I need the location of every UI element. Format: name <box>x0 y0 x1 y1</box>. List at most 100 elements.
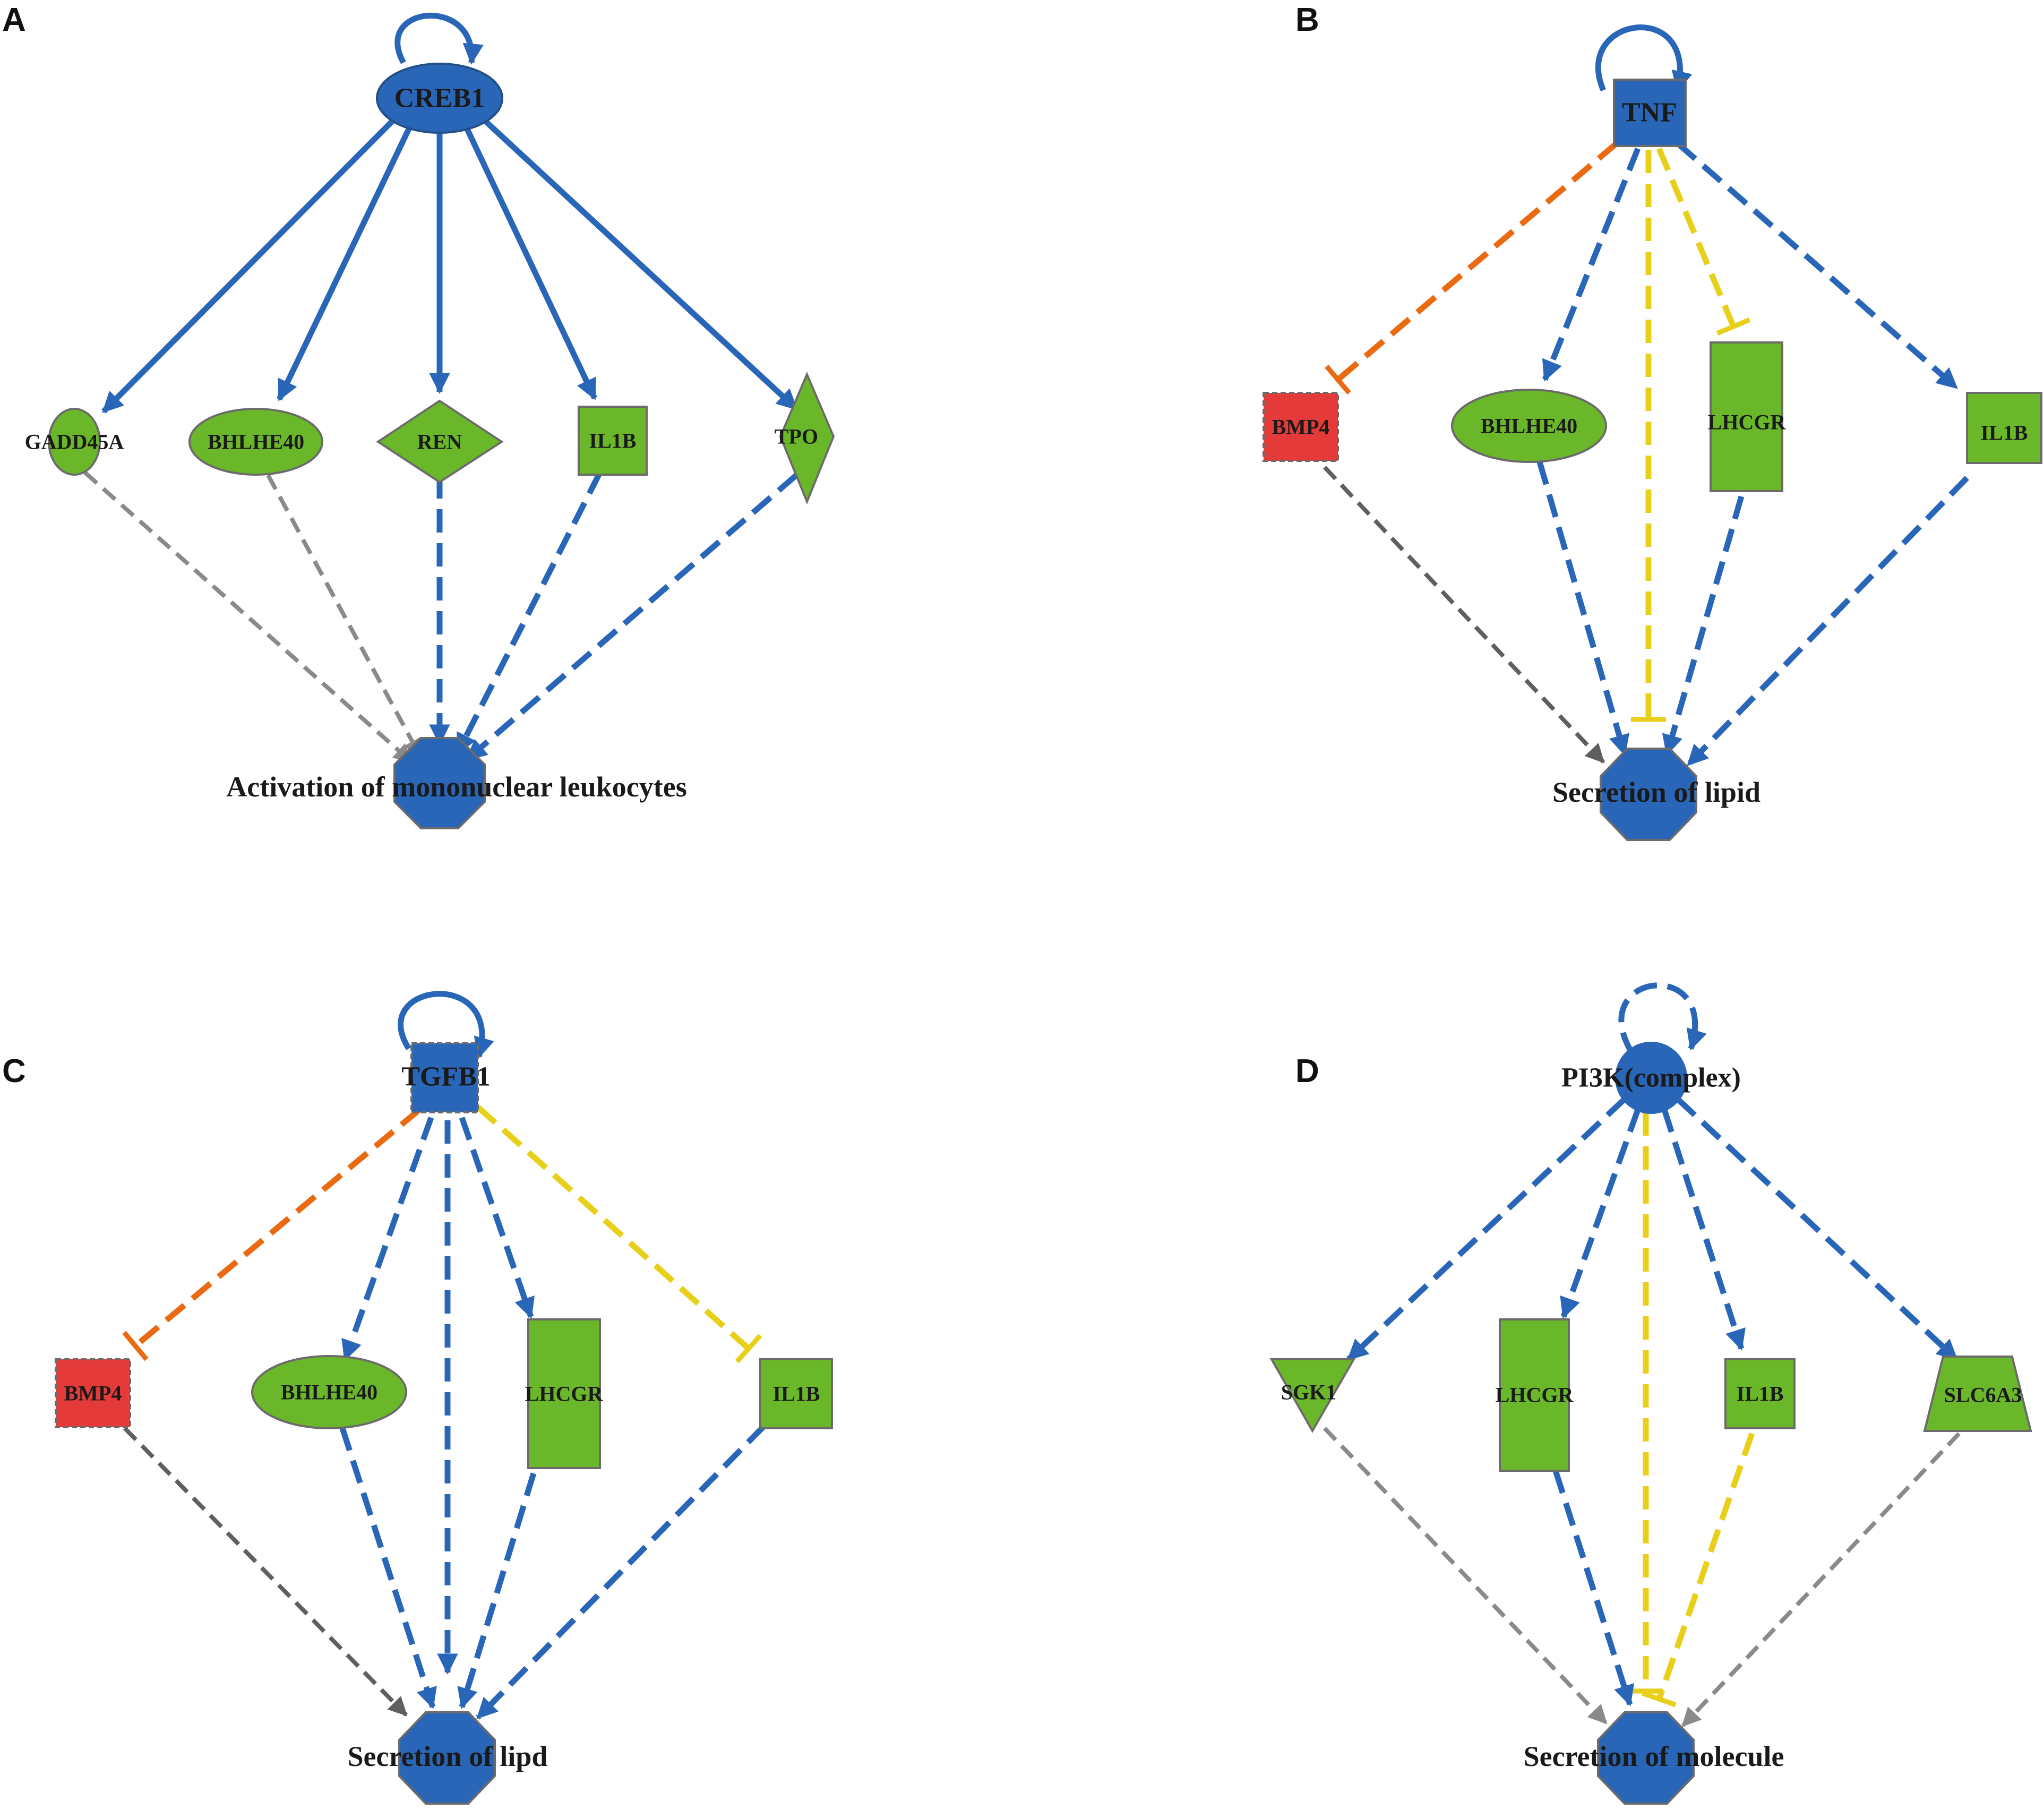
node-bhlhe40-a-label: BHLHE40 <box>208 430 304 454</box>
edge-il1b-function <box>455 471 603 755</box>
node-function-c-label: Secretion of lipd <box>348 1740 548 1772</box>
edge-pi3k-self <box>1618 982 1707 1056</box>
node-bmp4-b <box>1263 392 1339 462</box>
node-lhcgr-d <box>1499 1318 1570 1472</box>
edge-pi3k-il1b <box>1661 1109 1746 1351</box>
edge-il1b-function-c <box>476 1423 767 1720</box>
panel-b-function-edges <box>1323 150 1969 767</box>
node-function-b-label: Secretion of lipid <box>1552 776 1760 808</box>
node-bhlhe40-b <box>1451 389 1607 463</box>
edge-pi3k-sgk1 <box>1346 1096 1627 1362</box>
node-lhcgr-d-label: LHCGR <box>1496 1383 1574 1407</box>
edge-bhlhe40-function <box>266 474 423 759</box>
node-ren <box>376 399 504 484</box>
edge-creb1-bhlhe40 <box>277 116 417 401</box>
edge-pi3k-slc6a3 <box>1676 1096 1959 1362</box>
edge-bhlhe40-function-b <box>1536 461 1630 756</box>
node-gadd45a <box>48 408 101 476</box>
edge-tgfb1-lhcgr <box>459 1117 535 1319</box>
node-function-a <box>393 737 486 829</box>
node-il1b-b <box>1966 392 2042 464</box>
node-il1b-d <box>1724 1358 1796 1429</box>
node-tgfb1-label: TGFB1 <box>401 1062 491 1092</box>
panel-a-function-edges <box>83 471 798 764</box>
node-il1b-a <box>578 406 648 476</box>
node-lhcgr-c <box>527 1318 601 1469</box>
panel-b-letter: B <box>1295 2 1319 38</box>
edge-creb1-tpo <box>476 111 798 411</box>
node-lhcgr-b <box>1710 341 1783 492</box>
panel-c-function-edges <box>123 1120 767 1720</box>
panel-c: C TGFB1 BMP4 BHLHE40 LHCGR IL1B Secretio… <box>2 991 833 1805</box>
node-function-d-label: Secretion of molecule <box>1524 1740 1784 1772</box>
node-il1b-c-label: IL1B <box>773 1382 820 1406</box>
edge-pi3k-lhcgr <box>1560 1109 1641 1319</box>
edge-tgfb1-il1b <box>476 1104 762 1363</box>
edge-tgfb1-self <box>398 991 494 1059</box>
node-il1b-a-label: IL1B <box>589 429 637 453</box>
edge-gadd45a-function <box>83 471 413 764</box>
node-tpo <box>779 371 835 505</box>
edge-lhcgr-function-b <box>1662 495 1745 756</box>
node-tpo-label: TPO <box>775 425 818 449</box>
node-function-d <box>1597 1711 1695 1805</box>
panel-a-letter: A <box>2 2 26 38</box>
node-lhcgr-c-label: LHCGR <box>525 1382 604 1406</box>
edge-tpo-function <box>465 473 798 762</box>
node-function-a-label: Activation of mononuclear leukocytes <box>226 771 686 803</box>
edge-sgk1-function <box>1323 1427 1608 1725</box>
panel-d-function-edges <box>1323 1112 1961 1727</box>
edge-il1b-function-d <box>1642 1432 1755 1708</box>
edge-tnf-bhlhe40 <box>1542 147 1641 382</box>
node-sgk1 <box>1269 1358 1356 1434</box>
node-slc6a3 <box>1923 1356 2032 1432</box>
node-sgk1-label: SGK1 <box>1281 1380 1336 1404</box>
edge-tgfb1-bmp4 <box>122 1107 422 1361</box>
node-bhlhe40-c <box>251 1355 407 1429</box>
edge-lhcgr-function-c <box>457 1472 537 1709</box>
node-creb1-label: CREB1 <box>394 83 485 114</box>
edge-tnf-bmp4 <box>1325 141 1619 395</box>
node-pi3k-label: PI3K(complex) <box>1561 1063 1741 1093</box>
node-function-c <box>398 1711 496 1805</box>
edge-creb1-il1b <box>459 116 597 400</box>
node-bhlhe40-b-label: BHLHE40 <box>1481 414 1577 438</box>
node-creb1 <box>376 63 503 134</box>
edge-tnf-self <box>1595 24 1693 92</box>
node-bmp4-b-label: BMP4 <box>1272 415 1330 439</box>
node-tnf-label: TNF <box>1622 98 1677 128</box>
node-slc6a3-label: SLC6A3 <box>1944 1383 2022 1407</box>
edge-il1b-function-b <box>1686 476 1969 767</box>
node-lhcgr-b-label: LHCGR <box>1708 410 1787 434</box>
edge-tnf-il1b <box>1676 141 1959 390</box>
node-il1b-c <box>759 1358 833 1429</box>
node-tnf <box>1613 79 1687 147</box>
node-tgfb1 <box>410 1042 479 1113</box>
panel-b-hub-edges <box>1325 24 1959 395</box>
node-ren-label: REN <box>417 430 462 454</box>
edge-bmp4-function-b <box>1323 466 1605 764</box>
edge-creb1-gadd45a <box>101 112 401 414</box>
edge-tgfb1-bhlhe40 <box>341 1117 434 1361</box>
node-il1b-d-label: IL1B <box>1737 1382 1784 1406</box>
node-function-b <box>1600 748 1697 841</box>
edge-bhlhe40-function-c <box>339 1427 437 1709</box>
panel-c-hub-edges <box>122 991 762 1363</box>
node-pi3k <box>1615 1042 1687 1114</box>
edge-tnf-lhcgr <box>1656 147 1751 336</box>
panel-c-letter: C <box>2 1053 26 1090</box>
node-il1b-b-label: IL1B <box>1981 421 2028 445</box>
node-bhlhe40-c-label: BHLHE40 <box>281 1380 377 1404</box>
edge-bmp4-function-c <box>123 1427 408 1717</box>
edge-creb1-self <box>394 13 484 65</box>
node-bmp4-c <box>55 1358 131 1428</box>
edge-slc6a3-function <box>1681 1432 1961 1727</box>
panel-b: B TNF BMP4 BHLHE40 LHCGR IL1B Secretion … <box>1263 2 2042 841</box>
node-bhlhe40-a <box>188 408 323 476</box>
panel-a-hub-edges <box>101 13 798 414</box>
node-bmp4-c-label: BMP4 <box>64 1382 122 1405</box>
panel-a: A CREB1 GADD45A BHLHE40 REN IL1 <box>2 2 835 829</box>
panel-d: D PI3K(complex) SGK1 LHCGR IL1B SLC6A3 S… <box>1269 982 2032 1805</box>
panel-d-letter: D <box>1295 1053 1319 1090</box>
